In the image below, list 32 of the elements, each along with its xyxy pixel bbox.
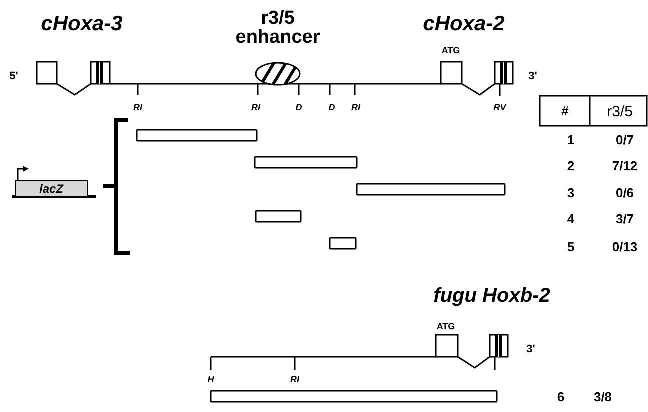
expression-ratio: 0/13 xyxy=(612,240,638,254)
restriction-site-label: D xyxy=(328,104,336,112)
table-header: r3/5 xyxy=(607,104,633,120)
expression-ratio: 0/6 xyxy=(616,186,634,200)
strand-end-label: 3' xyxy=(526,344,536,356)
restriction-site-label: RI xyxy=(252,104,260,112)
construct-number: 4 xyxy=(567,212,575,226)
restriction-site-label: H xyxy=(208,376,214,384)
restriction-site-label: RI xyxy=(290,376,300,384)
restriction-site-label: RI xyxy=(134,104,142,112)
gene-name: cHoxa-2 xyxy=(423,14,505,34)
strand-end-label: 5' xyxy=(10,72,18,82)
strand-end-label: 3' xyxy=(528,72,538,82)
start-codon-label: ATG xyxy=(442,46,460,56)
expression-ratio: 0/7 xyxy=(616,134,634,146)
expression-ratio: 3/8 xyxy=(594,390,612,404)
construct-number: 2 xyxy=(567,160,575,172)
construct-number: 1 xyxy=(567,134,575,146)
expression-ratio: 7/12 xyxy=(612,160,638,172)
restriction-site-label: RI xyxy=(352,104,360,112)
construct-number: 5 xyxy=(567,240,575,254)
restriction-site-label: D xyxy=(296,104,302,112)
start-codon-label: ATG xyxy=(436,322,456,332)
table-header: # xyxy=(561,104,569,118)
restriction-site-label: RV xyxy=(494,104,506,112)
expression-ratio: 3/7 xyxy=(616,212,634,226)
enhancer-label: r3/5 enhancer xyxy=(234,9,322,47)
construct-number: 3 xyxy=(567,186,575,200)
gene-name: fugu Hoxb-2 xyxy=(434,286,550,306)
construct-number: 6 xyxy=(557,390,565,404)
gene-name: cHoxa-3 xyxy=(41,14,123,34)
reporter-gene-box xyxy=(15,180,88,197)
